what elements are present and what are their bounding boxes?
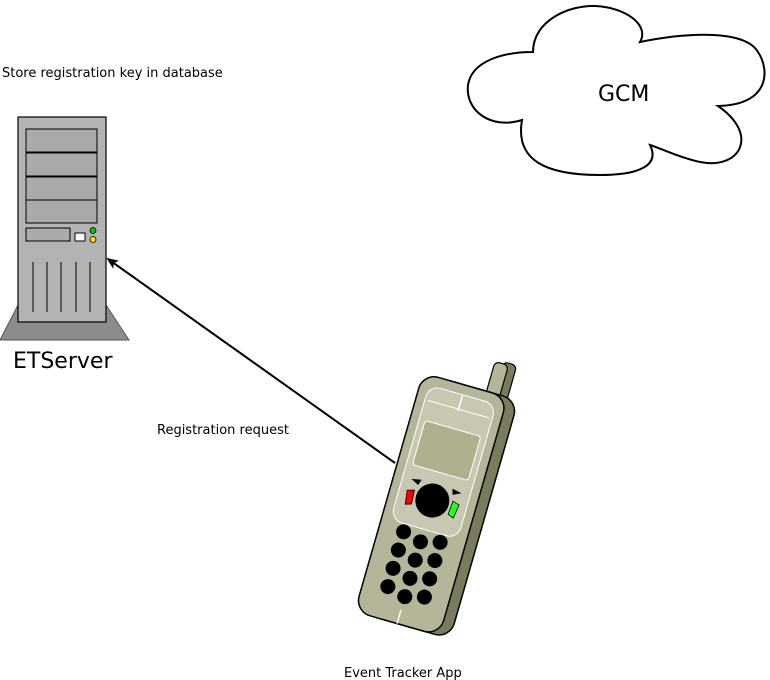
registration-arrow (106, 257, 396, 464)
server-note-label: Store registration key in database (2, 66, 223, 81)
registration-edge-label: Registration request (157, 423, 289, 438)
app-node[interactable]: Event Tracker App (344, 341, 527, 680)
registration-edge: Registration request (106, 257, 396, 464)
mobile-phone-icon (357, 362, 517, 636)
app-name-label: Event Tracker App (344, 666, 462, 680)
phone-keypad (380, 524, 448, 605)
server-node[interactable]: Store registration key in database ETSer… (0, 66, 223, 374)
server-tower-icon (0, 116, 130, 341)
server-name-label: ETServer (13, 349, 113, 374)
cloud-icon (466, 4, 766, 177)
cloud-name-label: GCM (598, 82, 649, 107)
gcm-cloud-node[interactable]: GCM (466, 4, 766, 177)
